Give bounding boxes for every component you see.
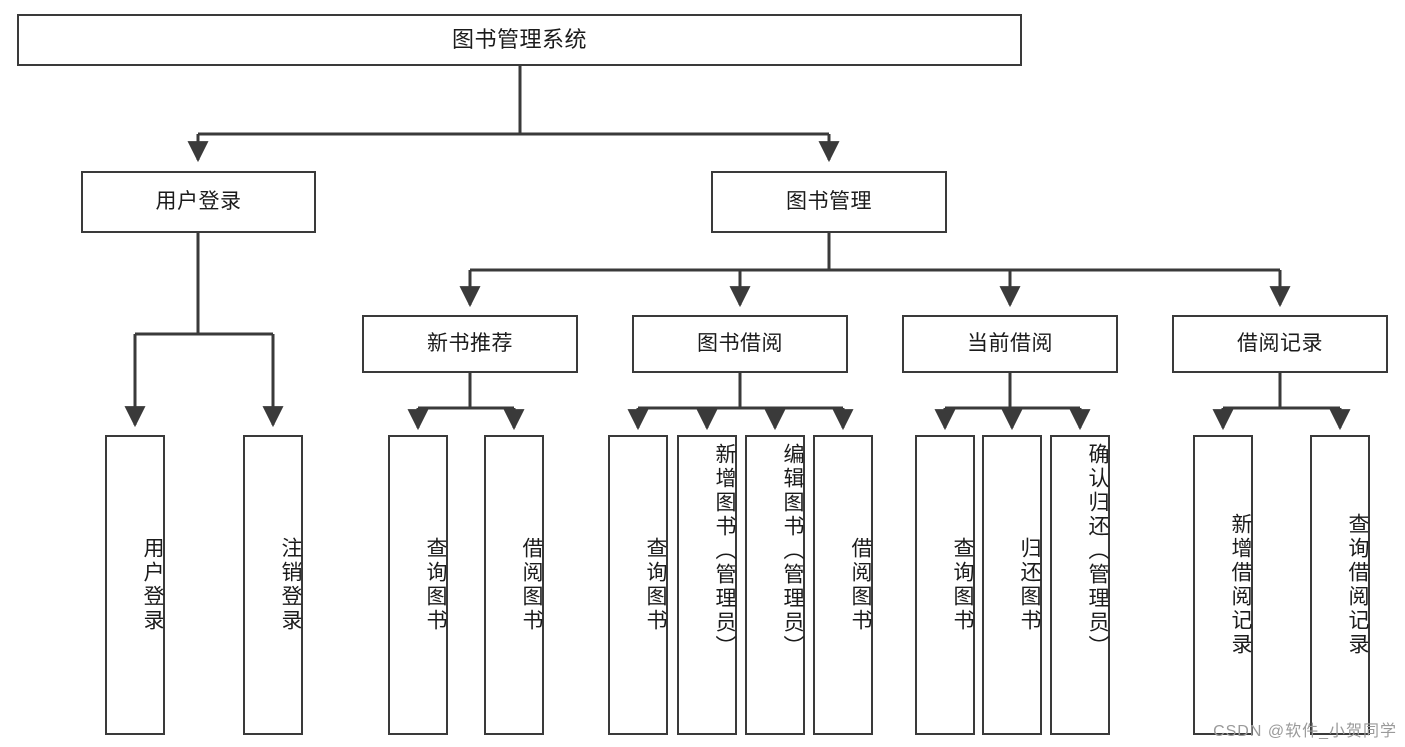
node-label: 图书管理系统 bbox=[451, 27, 587, 53]
node-label: 查询图书 bbox=[424, 537, 447, 633]
node-label: 编辑图书（管理员） bbox=[781, 443, 804, 659]
leaf-current-return-book[interactable]: 归还图书 bbox=[982, 435, 1042, 735]
node-label: 归还图书 bbox=[1018, 537, 1041, 633]
node-label: 借阅图书 bbox=[520, 537, 543, 633]
node-book-borrow[interactable]: 图书借阅 bbox=[632, 315, 848, 373]
watermark-text: CSDN @软件_小贺同学 bbox=[1213, 723, 1397, 740]
leaf-borrow-query-book[interactable]: 查询图书 bbox=[608, 435, 668, 735]
node-label: 新增图书（管理员） bbox=[713, 443, 736, 659]
node-label: 借阅记录 bbox=[1237, 331, 1323, 355]
node-label: 查询借阅记录 bbox=[1346, 513, 1369, 657]
node-label: 确认归还（管理员） bbox=[1086, 443, 1109, 659]
node-label: 借阅图书 bbox=[849, 537, 872, 633]
node-new-book-recommend[interactable]: 新书推荐 bbox=[362, 315, 578, 373]
node-label: 用户登录 bbox=[155, 189, 242, 213]
node-borrow-record[interactable]: 借阅记录 bbox=[1172, 315, 1388, 373]
leaf-user-login-action[interactable]: 用户登录 bbox=[105, 435, 165, 735]
node-label: 新书推荐 bbox=[427, 331, 513, 355]
node-label: 当前借阅 bbox=[967, 331, 1053, 355]
node-label: 查询图书 bbox=[644, 537, 667, 633]
leaf-recommend-query-book[interactable]: 查询图书 bbox=[388, 435, 448, 735]
node-book-management[interactable]: 图书管理 bbox=[711, 171, 947, 233]
leaf-borrow-borrow-book[interactable]: 借阅图书 bbox=[813, 435, 873, 735]
leaf-record-query-record[interactable]: 查询借阅记录 bbox=[1310, 435, 1370, 735]
node-root-system[interactable]: 图书管理系统 bbox=[17, 14, 1022, 66]
node-current-borrow[interactable]: 当前借阅 bbox=[902, 315, 1118, 373]
leaf-user-logout[interactable]: 注销登录 bbox=[243, 435, 303, 735]
leaf-borrow-edit-book-admin[interactable]: 编辑图书（管理员） bbox=[745, 435, 805, 735]
leaf-current-confirm-return-admin[interactable]: 确认归还（管理员） bbox=[1050, 435, 1110, 735]
node-label: 注销登录 bbox=[279, 537, 302, 633]
node-user-login[interactable]: 用户登录 bbox=[81, 171, 316, 233]
node-label: 新增借阅记录 bbox=[1229, 513, 1252, 657]
node-label: 图书借阅 bbox=[697, 331, 783, 355]
node-label: 图书管理 bbox=[786, 189, 872, 213]
node-label: 用户登录 bbox=[141, 537, 164, 633]
leaf-record-add-record[interactable]: 新增借阅记录 bbox=[1193, 435, 1253, 735]
leaf-recommend-borrow-book[interactable]: 借阅图书 bbox=[484, 435, 544, 735]
leaf-current-query-book[interactable]: 查询图书 bbox=[915, 435, 975, 735]
node-label: 查询图书 bbox=[951, 537, 974, 633]
leaf-borrow-add-book-admin[interactable]: 新增图书（管理员） bbox=[677, 435, 737, 735]
